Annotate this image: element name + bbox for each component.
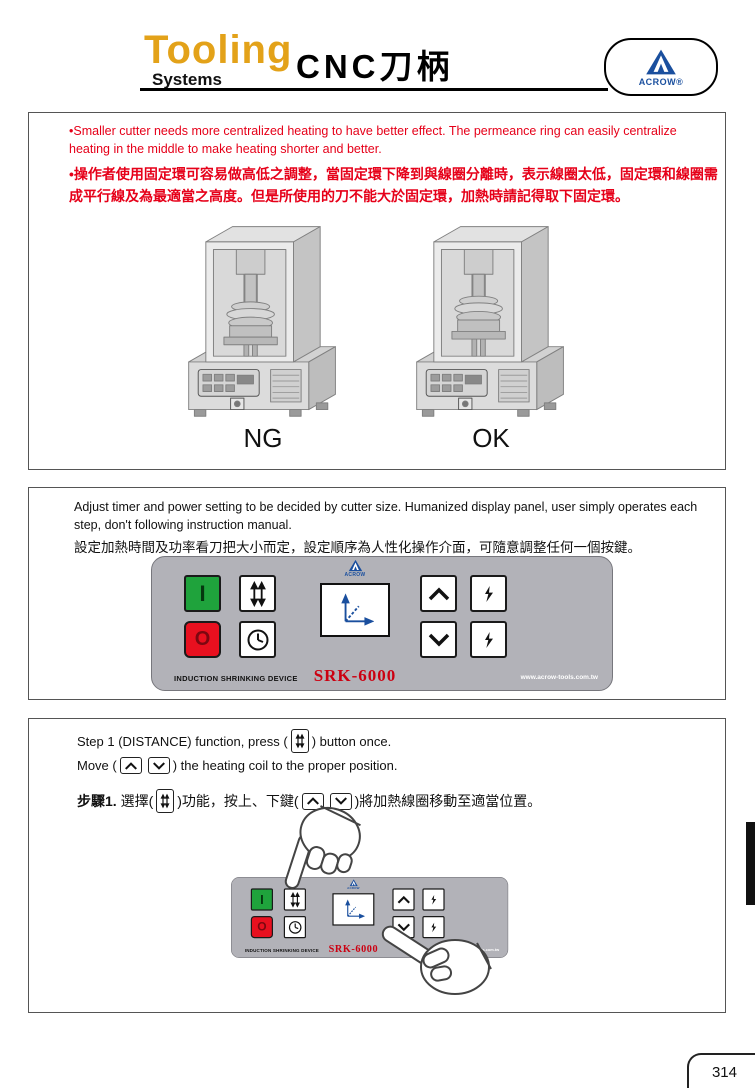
move-text: Move ( [77, 758, 117, 773]
section-permeance-ring: •Smaller cutter needs more centralized h… [28, 112, 726, 470]
pointing-hand-top [284, 805, 361, 889]
chevron-down-icon [397, 923, 410, 931]
lightning-bolt-icon [431, 922, 436, 932]
panel-zh-text: 設定加熱時間及功率看刀把大小而定，設定順序為人性化操作介面，可隨意調整任何一個按… [74, 540, 641, 555]
power-on-button: I [250, 888, 273, 911]
acrow-logo-text: ACROW® [638, 76, 684, 87]
acrow-mini-logo: ACROW [320, 559, 390, 578]
acrow-mini-logo-text: ACROW [344, 572, 366, 578]
power-off-button: O [184, 621, 221, 658]
clock-icon [288, 920, 302, 934]
permeance-en-text: •Smaller cutter needs more centralized h… [69, 124, 677, 156]
distance-button [283, 888, 306, 911]
coil-up-button [420, 575, 457, 612]
step1-en-line1: Step 1 (DISTANCE) function, press ( ) bu… [77, 729, 391, 753]
coil-up-button-icon [119, 757, 142, 774]
step1-zh-line: 步驟1. 選擇( )功能，按上、下鍵( )將加熱線圈移動至適當位置。 [77, 789, 541, 813]
coil-down-button [420, 621, 457, 658]
footer-rule [687, 1053, 755, 1088]
acrow-mini-logo: ACROW [332, 879, 374, 890]
page-title: CNC刀柄 [296, 48, 454, 85]
section-display-panel: Adjust timer and power setting to be dec… [28, 487, 726, 700]
power-on-label: I [199, 580, 206, 606]
model-label: SRK-6000 [313, 666, 397, 685]
clock-icon [247, 629, 268, 650]
acrow-triangle-icon [646, 49, 676, 74]
acrow-mini-logo-text: ACROW [347, 886, 360, 891]
panel-en-text: Adjust timer and power setting to be dec… [74, 500, 698, 533]
model-label: SRK-6000 [328, 943, 379, 955]
step1-zh-text: 選擇( [116, 793, 154, 809]
distance-button-icon [156, 789, 175, 813]
control-panel-illustration: ACROW I O [151, 556, 613, 691]
updown-arrows-icon [290, 891, 300, 908]
label-ng: NG [243, 423, 283, 453]
brand-subtitle: Systems [152, 70, 222, 89]
page-number: 314 [711, 1064, 737, 1081]
website-label: www.acrow-tools.com.tw [520, 674, 598, 681]
updown-arrows-icon [249, 580, 266, 607]
power-decrease-button [470, 621, 507, 658]
acrow-triangle-icon [348, 559, 362, 572]
coil-down-button-icon [329, 792, 352, 810]
lightning-bolt-icon [484, 585, 493, 602]
distance-button [239, 575, 276, 612]
coil-up-button-icon [301, 792, 324, 810]
coil-down-button-icon [147, 757, 170, 774]
chevron-up-icon [428, 587, 449, 600]
page-edge-tab [746, 822, 755, 905]
permeance-zh-text: •操作者使用固定環可容易做高低之調整，當固定環下降到與線圈分離時，表示線圈太低，… [69, 166, 718, 205]
timer-button [239, 621, 276, 658]
power-off-button: O [250, 916, 273, 939]
machine-figure-ok: OK [405, 219, 577, 454]
brand-title: Tooling [144, 28, 293, 72]
pointing-hand-bottom [381, 925, 492, 995]
coil-up-button [392, 888, 415, 911]
step1-zh-text: )將加熱線圈移動至適當位置。 [354, 793, 542, 809]
lightning-bolt-icon [431, 894, 436, 905]
power-off-label: O [194, 628, 211, 650]
acrow-triangle-icon [349, 879, 358, 887]
section-step1: Step 1 (DISTANCE) function, press ( ) bu… [28, 718, 726, 1013]
shrinking-machine-illustration [188, 226, 336, 417]
chevron-down-icon [428, 633, 449, 646]
machine-comparison: NG [29, 219, 725, 454]
device-label: INDUCTION SHRINKING DEVICE [174, 674, 298, 683]
power-off-label: O [257, 920, 267, 934]
move-text: ) the heating coil to the proper positio… [172, 758, 398, 773]
distance-button-icon [290, 729, 309, 753]
chevron-up-icon [397, 895, 410, 904]
step1-zh-text: )功能，按上、下鍵( [177, 793, 299, 809]
step1-text: Step 1 (DISTANCE) function, press ( [77, 733, 288, 749]
timer-button [283, 916, 306, 939]
power-on-button: I [184, 575, 221, 612]
device-label: INDUCTION SHRINKING DEVICE [244, 947, 319, 954]
axis-icon [345, 899, 365, 919]
step1-text: ) button once. [311, 733, 392, 749]
power-increase-button [470, 575, 507, 612]
power-increase-button [422, 888, 445, 911]
step1-en-line2: Move ( ) the heating coil to the proper … [77, 757, 398, 774]
acrow-logo-frame: ACROW® [604, 38, 718, 96]
step1-zh-label: 步驟1. [77, 793, 117, 809]
lightning-bolt-icon [484, 631, 493, 648]
display-screen [320, 583, 390, 637]
label-ok: OK [472, 423, 510, 453]
power-on-label: I [260, 891, 264, 907]
shrinking-machine-illustration [416, 226, 564, 417]
machine-figure-ng: NG [177, 219, 349, 454]
axis-icon [341, 593, 374, 626]
power-decrease-button [422, 916, 445, 939]
display-screen [332, 893, 375, 926]
header-rule [140, 88, 608, 91]
